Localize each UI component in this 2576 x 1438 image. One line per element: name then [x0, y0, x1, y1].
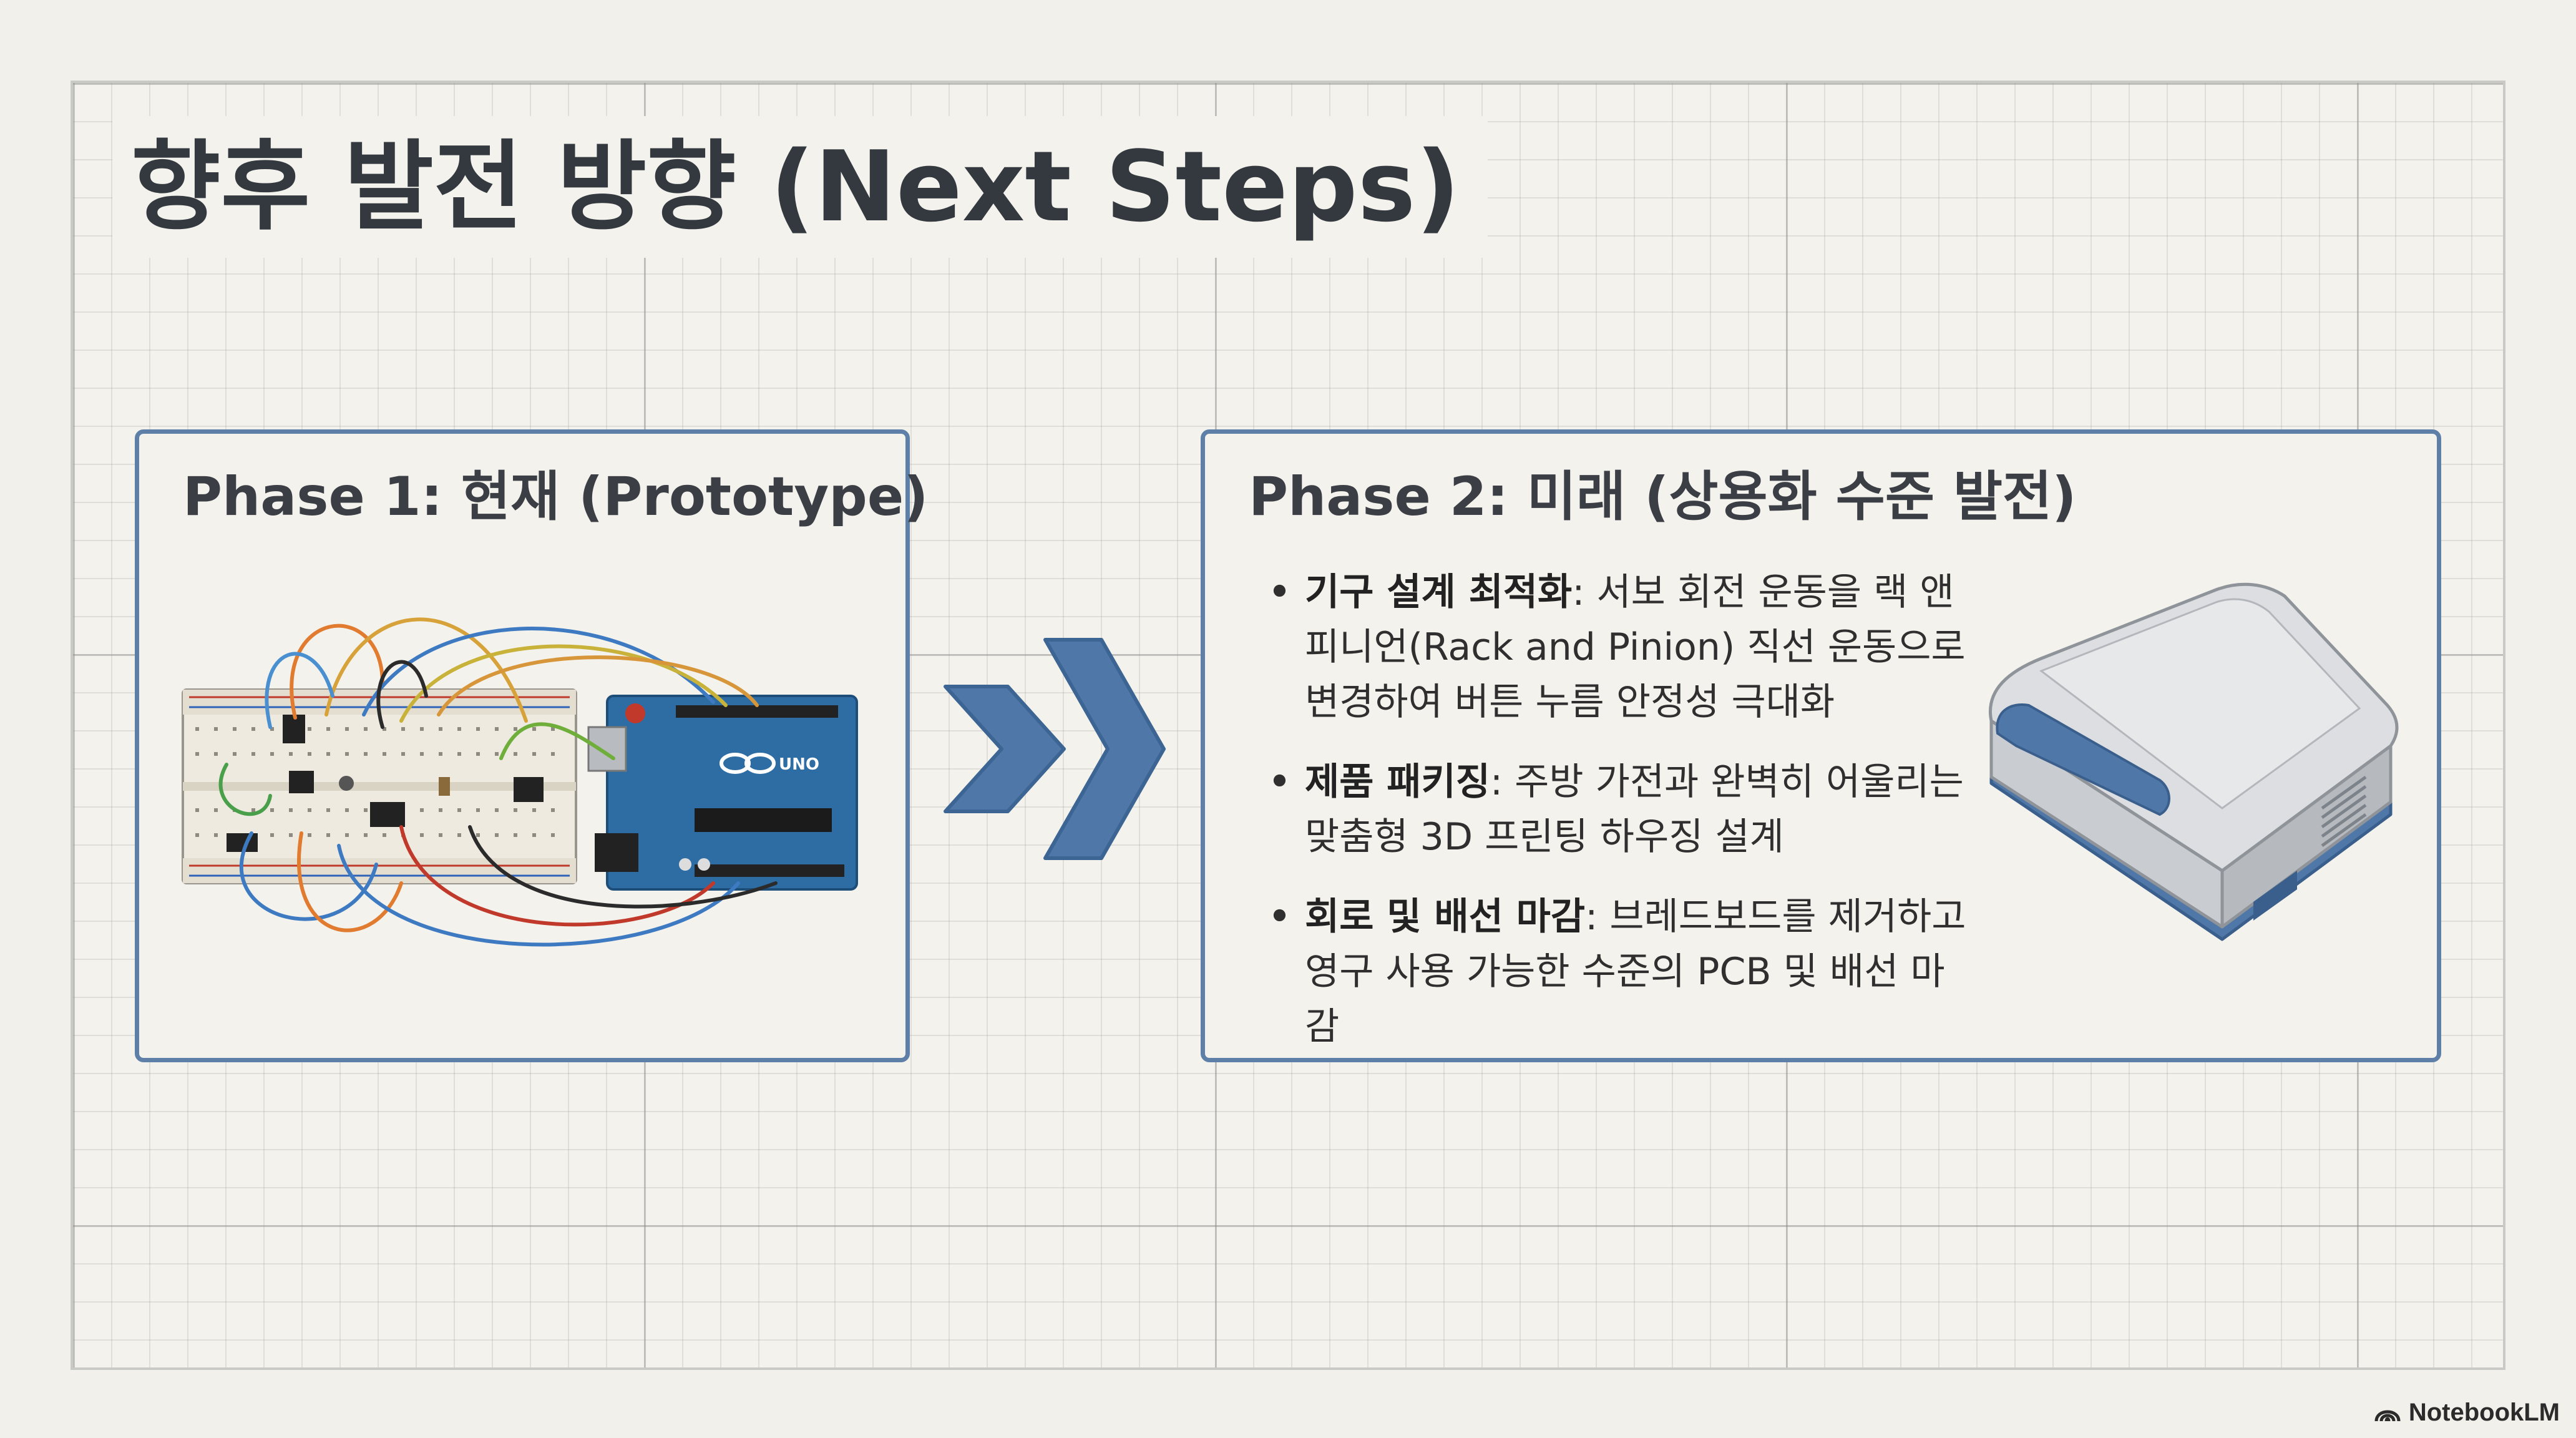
list-item-text: : 주방 가전과 완벽히 어울리는 맞춤형 3D 프린팅 하우징 설계: [1305, 760, 1964, 859]
product-housing-illustration: [1989, 582, 2399, 941]
list-item: 기구 설계 최적화: 서보 회전 운동을 랙 앤 피니언(Rack and Pi…: [1267, 565, 1966, 730]
list-item: 회로 및 배선 마감: 브레드보드를 제거하고 영구 사용 가능한 수준의 PC…: [1267, 889, 1966, 1054]
list-item-term: 기구 설계 최적화: [1305, 570, 1573, 614]
phase1-card: Phase 1: 현재 (Prototype): [135, 429, 928, 1062]
list-item-text: : 서보 회전 운동을 랙 앤 피니언(Rack and Pinion) 직선 …: [1305, 570, 1966, 724]
notebooklm-logo-icon: [2374, 1410, 2401, 1422]
phase2-title: Phase 2: 미래 (상용화 수준 발전): [1249, 466, 2077, 528]
phase2-list: 기구 설계 최적화: 서보 회전 운동을 랙 앤 피니언(Rack and Pi…: [1267, 565, 1966, 1079]
list-item-text: : 브레드보드를 제거하고 영구 사용 가능한 수준의 PCB 및 배선 마감: [1305, 895, 1966, 1049]
prototype-breadboard-arduino-illustration: UNO: [182, 617, 858, 947]
footer-brand-label: NotebookLM: [2408, 1399, 2560, 1426]
footer-brand: NotebookLM: [2374, 1399, 2560, 1427]
list-item: 제품 패키징: 주방 가전과 완벽히 어울리는 맞춤형 3D 프린팅 하우징 설…: [1267, 755, 1966, 864]
list-item-term: 제품 패키징: [1305, 760, 1490, 804]
arduino-uno-label: UNO: [779, 755, 819, 774]
phase2-card: Phase 2: 미래 (상용화 수준 발전) 기구 설계 최적화: 서보 회전…: [1201, 429, 2441, 1062]
page-title: 향후 발전 방향 (Next Steps): [112, 116, 1488, 258]
next-arrow-icon: [944, 638, 1166, 860]
list-item-term: 회로 및 배선 마감: [1305, 895, 1586, 939]
phase1-title: Phase 1: 현재 (Prototype): [183, 466, 929, 528]
